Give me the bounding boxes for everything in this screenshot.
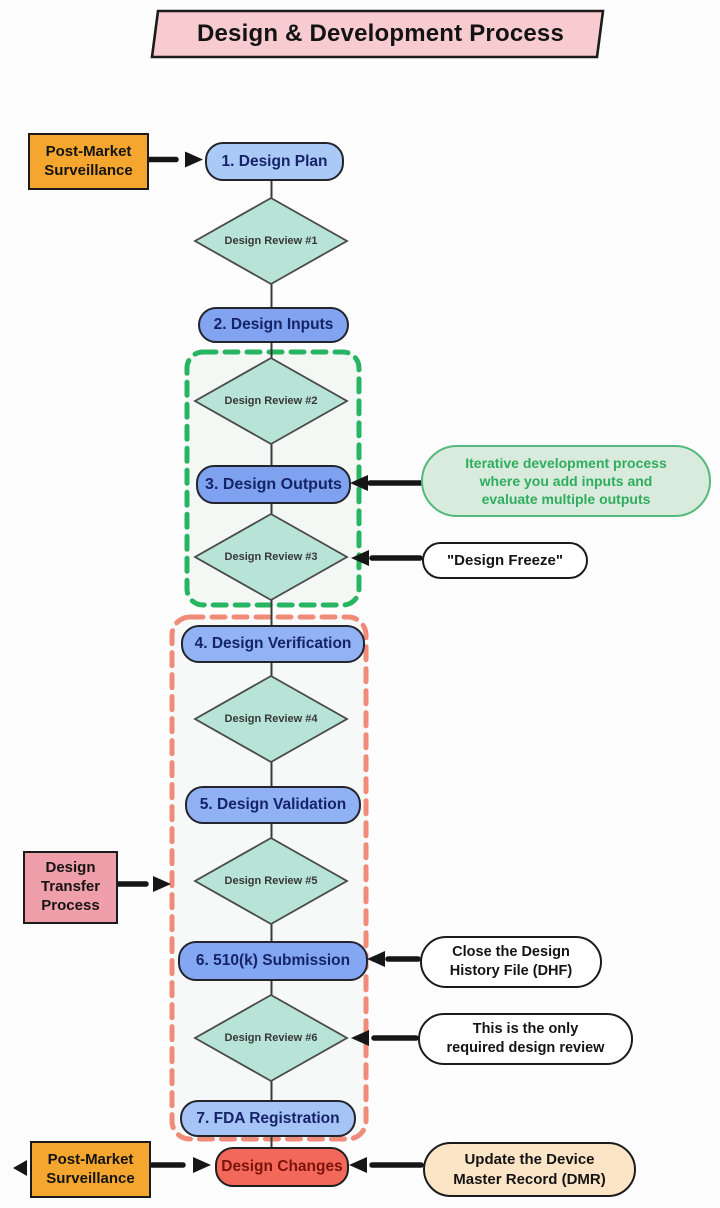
step-design-validation: 5. Design Validation [185, 786, 361, 824]
left-edge-arrowhead [13, 1160, 27, 1176]
design-transfer-process-box: Design Transfer Process [23, 851, 118, 924]
design-freeze-callout: "Design Freeze" [422, 542, 588, 579]
design-review-5-diamond [193, 836, 349, 926]
design-review-6-label: Design Review #6 [224, 1032, 318, 1044]
design-review-2-label: Design Review #2 [224, 395, 318, 407]
design-review-3-diamond [193, 512, 349, 602]
node-design-changes: Design Changes [215, 1147, 349, 1187]
step-design-outputs: 3. Design Outputs [196, 465, 351, 504]
step-design-inputs: 2. Design Inputs [198, 307, 349, 343]
design-review-1-label: Design Review #1 [224, 235, 318, 247]
step-design-plan: 1. Design Plan [205, 142, 344, 181]
design-review-4-label: Design Review #4 [224, 713, 318, 725]
arrow-dmr-callout-to-design-changes [349, 1157, 424, 1173]
design-review-4-diamond [193, 674, 349, 764]
step-fda-registration: 7. FDA Registration [180, 1100, 356, 1137]
step-510k-submission: 6. 510(k) Submission [178, 941, 368, 981]
design-review-5-label: Design Review #5 [224, 875, 318, 887]
iterative-process-callout: Iterative development process where you … [421, 445, 711, 517]
arrow-design-freeze-callout-to-review-3 [351, 550, 423, 566]
arrow-design-transfer-to-group [115, 876, 171, 892]
arrow-only-required-callout-to-review-6 [351, 1030, 419, 1046]
post-market-surveillance-top-box: Post-Market Surveillance [28, 133, 149, 190]
post-market-surveillance-bottom-box: Post-Market Surveillance [30, 1141, 151, 1198]
arrow-post-market-bottom-to-design-changes [149, 1157, 211, 1173]
page-title: Design & Development Process [196, 20, 565, 47]
design-review-2-diamond [193, 356, 349, 446]
close-dhf-callout: Close the Design History File (DHF) [420, 936, 602, 988]
arrow-iterative-callout-to-design-outputs [350, 475, 424, 491]
design-review-6-diamond [193, 993, 349, 1083]
title-banner-shape [150, 9, 605, 59]
step-design-verification: 4. Design Verification [181, 625, 365, 663]
design-review-1-diamond [193, 196, 349, 286]
arrow-post-market-top-to-design-plan [146, 151, 203, 168]
update-dmr-callout: Update the Device Master Record (DMR) [423, 1142, 636, 1197]
arrow-dhf-callout-to-510k-submission [367, 951, 421, 967]
only-required-review-callout: This is the only required design review [418, 1013, 633, 1065]
design-review-3-label: Design Review #3 [224, 551, 318, 563]
